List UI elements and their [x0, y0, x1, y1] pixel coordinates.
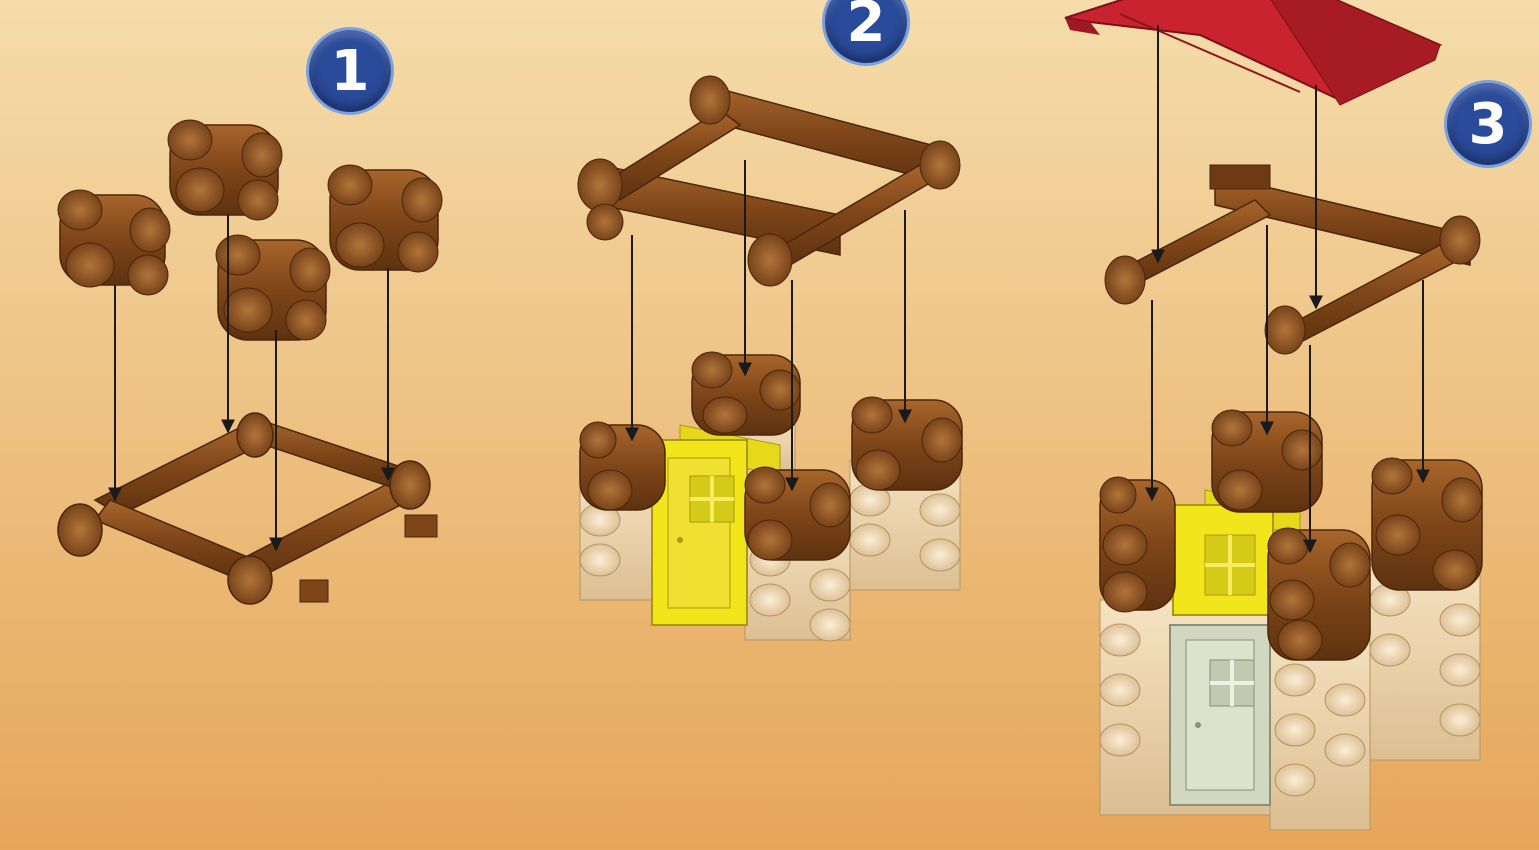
step-2-corner-block-left [580, 422, 665, 510]
step-1-badge: 1 [306, 27, 394, 115]
step-1-corner-block-left [58, 190, 170, 295]
step-3-door [1170, 625, 1270, 805]
step-3-corner-block-right [1372, 458, 1482, 590]
step-2-corner-block-right [852, 397, 962, 490]
step-3-corner-block-front [1268, 528, 1370, 660]
step-1-corner-block-back [168, 120, 282, 220]
step-1-corner-block-front [216, 235, 330, 340]
step-1-corner-block-right [328, 165, 442, 272]
step-2-corner-block-front [745, 467, 850, 560]
step-3-corner-block-left [1100, 477, 1175, 612]
step-3-badge: 3 [1444, 80, 1532, 168]
